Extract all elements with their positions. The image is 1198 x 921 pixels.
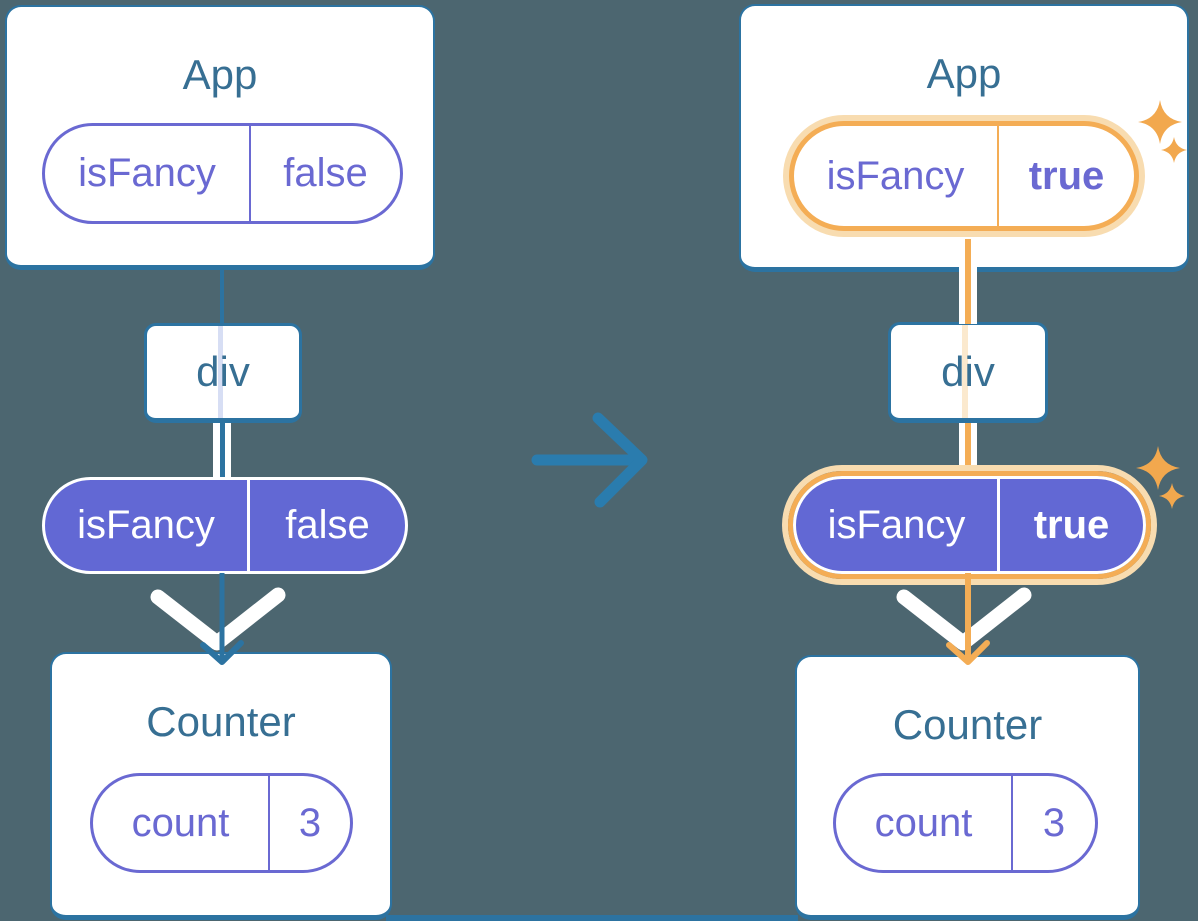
right-counter-state-name: count xyxy=(836,776,1013,870)
right-app-to-div-line-orange xyxy=(965,239,971,324)
left-counter-card: Counter count 3 xyxy=(50,652,392,920)
sparkle-icon xyxy=(1138,100,1187,163)
left-div-to-pill-line-teal xyxy=(219,421,225,479)
right-app-card: App isFancy true xyxy=(739,4,1189,272)
left-counter-title: Counter xyxy=(146,698,296,745)
right-passed-prop-pill: isFancy true xyxy=(793,476,1146,574)
left-flow-arrow-icon xyxy=(150,573,286,665)
right-passed-prop-pill-highlighted: isFancy true xyxy=(788,471,1151,579)
left-passed-prop-pill: isFancy false xyxy=(42,477,408,574)
left-app-card: App isFancy false xyxy=(5,5,435,270)
right-counter-state-pill: count 3 xyxy=(833,773,1098,873)
right-passed-prop-value: true xyxy=(1033,502,1110,547)
transition-arrow-icon xyxy=(531,412,648,508)
left-app-prop-name: isFancy xyxy=(45,126,251,221)
right-counter-state-value: 3 xyxy=(1042,800,1066,845)
right-counter-title: Counter xyxy=(892,701,1043,748)
left-app-prop-value: false xyxy=(283,151,368,195)
left-div-box: div xyxy=(144,323,302,423)
right-passed-prop-name: isFancy xyxy=(796,479,1000,571)
left-div-pass-line xyxy=(218,326,223,418)
left-counter-state-pill: count 3 xyxy=(90,773,353,873)
left-app-prop-pill: isFancy false xyxy=(42,123,403,224)
right-counter-card: Counter count 3 xyxy=(795,655,1140,920)
right-app-prop-name: isFancy xyxy=(794,126,999,226)
right-div-box: div xyxy=(888,322,1048,423)
right-div-label: div xyxy=(941,347,995,395)
right-flow-arrow-icon xyxy=(896,573,1032,665)
left-passed-prop-name: isFancy xyxy=(45,480,250,571)
left-counter-state-name: count xyxy=(93,776,270,870)
right-app-prop-pill-highlighted: isFancy true xyxy=(789,121,1139,231)
left-counter-state-value: 3 xyxy=(298,800,322,845)
left-app-to-div-line xyxy=(220,264,224,324)
right-div-to-pill-line-orange xyxy=(965,419,971,474)
right-app-title: App xyxy=(926,50,1002,97)
left-passed-prop-value: false xyxy=(285,503,370,547)
bottom-edge-divider xyxy=(386,915,798,921)
left-app-title: App xyxy=(182,51,258,98)
right-app-prop-value: true xyxy=(1028,153,1105,198)
right-div-pass-line xyxy=(962,325,968,418)
sparkle-icon xyxy=(1136,446,1185,509)
left-div-label: div xyxy=(196,348,250,395)
